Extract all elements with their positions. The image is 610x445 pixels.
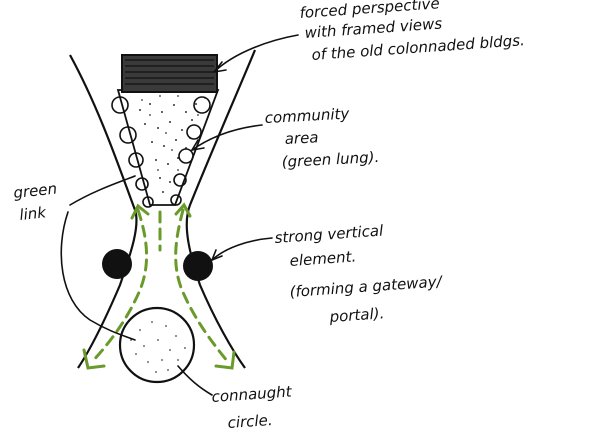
label-connaught-circle-2: circle. <box>227 411 273 432</box>
gateway-circle-left <box>102 249 132 279</box>
gateway-circle-right <box>183 251 213 281</box>
colonnaded-building-block <box>122 55 217 92</box>
label-green-link-2: link <box>19 203 49 224</box>
label-community-area-2: area <box>284 128 319 148</box>
